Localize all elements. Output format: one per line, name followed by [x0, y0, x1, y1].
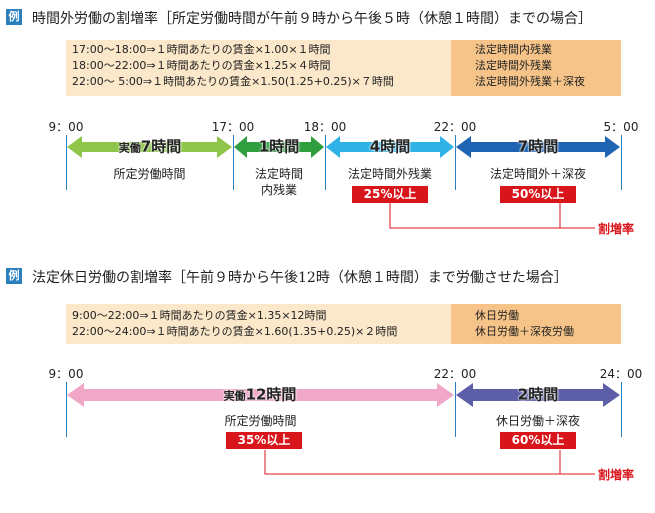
type-row: 法定時間外残業: [475, 59, 552, 72]
rate-connector: [264, 450, 561, 475]
time-tick: [66, 135, 67, 190]
formula-row: 9:00～22:00⇒１時間あたりの賃金×1.35×12時間: [72, 309, 327, 322]
segment-label: 所定労働時間: [224, 414, 297, 428]
formula-row: 22:00～24:00⇒１時間あたりの賃金×1.60(1.35+0.25)×２時…: [72, 325, 398, 338]
section1-title: 時間外労働の割増率［所定労働時間が午前９時から午後５時（休憩１時間）までの場合］: [32, 11, 592, 27]
segment-label: 休日労働＋深夜: [495, 414, 580, 428]
time-tick: [66, 382, 67, 437]
rate-caption: 割増率: [598, 222, 635, 236]
time-label: 17：00: [211, 120, 255, 134]
arrow-holiday-night: [456, 383, 620, 407]
arrow-overtime-night: [456, 136, 620, 158]
time-tick: [455, 382, 456, 437]
rate-badge: 25%以上: [352, 186, 428, 203]
section2-title: 法定休日労働の割増率［午前９時から午後12時（休憩１時間）まで労働させた場合］: [32, 270, 568, 286]
rate-badge: 50%以上: [500, 186, 576, 203]
arrow-label: 1時間: [258, 137, 300, 156]
time-tick: [325, 135, 326, 190]
time-label: 9：00: [48, 367, 84, 381]
time-label: 22：00: [433, 120, 477, 134]
time-label: 9：00: [48, 120, 84, 134]
arrow-label: 実働12時間: [223, 385, 297, 404]
time-label: 5：00: [603, 120, 639, 134]
formula-row: 18:00～22:00⇒１時間あたりの賃金×1.25×４時間: [72, 59, 331, 72]
rate-badge: 35%以上: [226, 432, 302, 449]
example-mark: 例: [6, 268, 22, 284]
segment-label: 法定時間外＋深夜: [489, 167, 586, 181]
segment-label: 所定労働時間: [113, 167, 186, 181]
time-tick: [233, 135, 234, 190]
time-tick: [455, 135, 456, 190]
formula-row: 17:00～18:00⇒１時間あたりの賃金×1.00×１時間: [72, 43, 331, 56]
formula-row: 22:00～ 5:00⇒１時間あたりの賃金×1.50(1.25+0.25)×７時…: [72, 75, 394, 88]
section1-type-box: 法定時間内残業 法定時間外残業 法定時間外残業＋深夜: [451, 40, 621, 96]
time-label: 18：00: [303, 120, 347, 134]
time-tick: [621, 382, 622, 437]
section2-type-box: 休日労働 休日労働＋深夜労働: [451, 304, 621, 344]
time-label: 22：00: [433, 367, 477, 381]
example-mark: 例: [6, 9, 22, 25]
type-row: 法定時間内残業: [475, 43, 552, 56]
type-row: 法定時間外残業＋深夜: [475, 75, 585, 88]
time-label: 24：00: [599, 367, 643, 381]
arrow-label: 2時間: [517, 385, 559, 404]
rate-connector: [389, 203, 561, 229]
rate-caption: 割増率: [598, 468, 635, 482]
arrow-label: 実働7時間: [118, 137, 182, 156]
arrow-legal-overtime: [234, 136, 324, 158]
section1-formula-box: 17:00～18:00⇒１時間あたりの賃金×1.00×１時間 18:00～22:…: [66, 40, 451, 96]
segment-label: 法定時間 内残業: [254, 167, 303, 197]
arrow-worktime: [67, 136, 232, 158]
rate-badge: 60%以上: [500, 432, 576, 449]
time-tick: [621, 135, 622, 190]
segment-label: 法定時間外残業: [347, 167, 432, 181]
arrow-holiday: [67, 383, 454, 407]
section2-formula-box: 9:00～22:00⇒１時間あたりの賃金×1.35×12時間 22:00～24:…: [66, 304, 451, 344]
arrow-label: 7時間: [517, 137, 559, 156]
arrow-overtime: [326, 136, 454, 158]
type-row: 休日労働＋深夜労働: [475, 325, 574, 338]
type-row: 休日労働: [475, 309, 519, 322]
arrow-label: 4時間: [369, 137, 411, 156]
